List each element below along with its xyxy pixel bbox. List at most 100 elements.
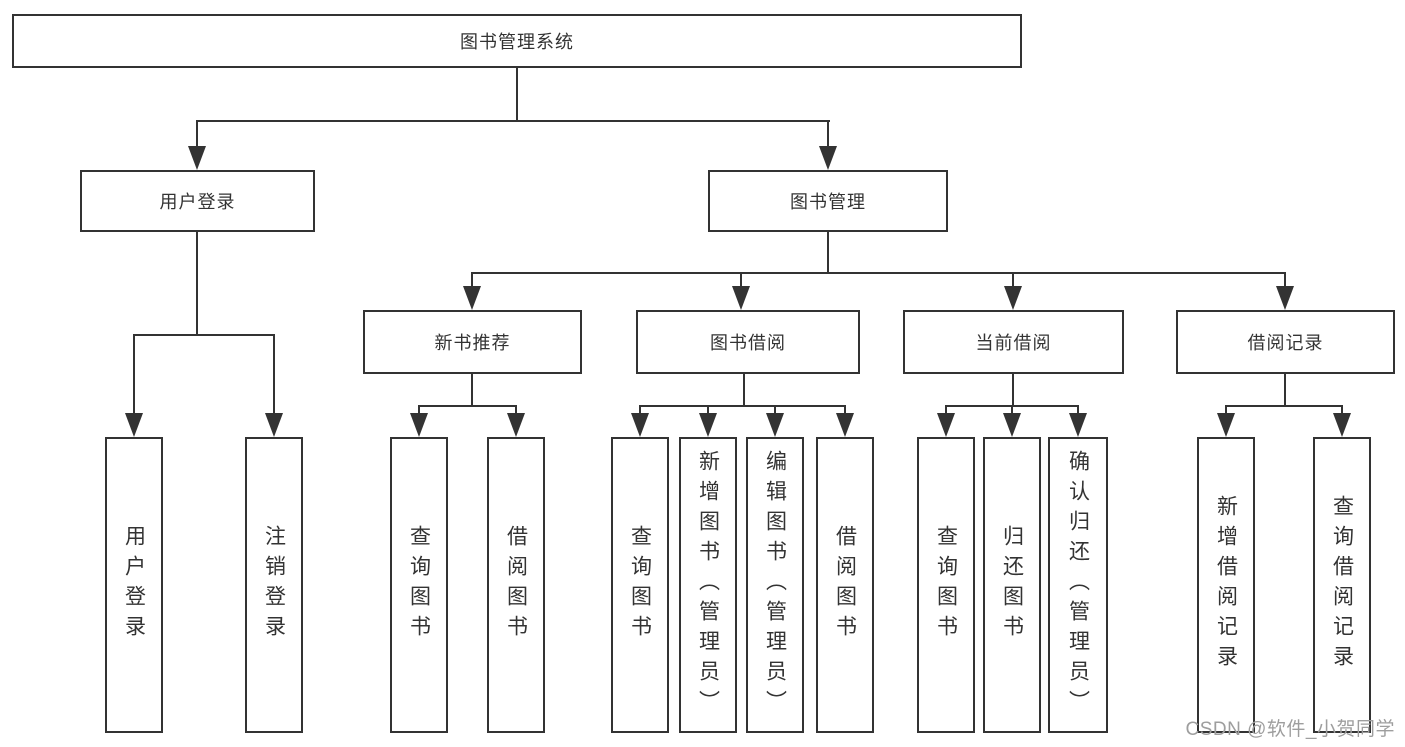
arrow-down-icon [1004, 286, 1022, 310]
node-query-books-borrowing: 查询图书 [611, 437, 669, 733]
node-label: 图书管理 [790, 192, 866, 212]
arrow-down-icon [937, 413, 955, 437]
arrow-down-connector [188, 120, 206, 170]
connector-line [418, 405, 420, 417]
node-label: 借阅图书 [504, 525, 528, 645]
node-query-books-current: 查询图书 [917, 437, 975, 733]
arrow-down-connector [410, 405, 428, 437]
connector-line [471, 272, 473, 290]
arrow-down-connector [1004, 272, 1022, 310]
connector-line [471, 374, 473, 405]
arrow-down-connector [1069, 405, 1087, 437]
connector-line [844, 405, 846, 417]
node-label: 用户登录 [159, 192, 236, 212]
connector-line [945, 405, 947, 417]
connector-line [827, 120, 829, 150]
arrow-down-icon [125, 413, 143, 437]
node-label: 查询借阅记录 [1330, 495, 1354, 675]
node-label: 新增图书（管理员） [696, 450, 720, 720]
arrow-down-icon [819, 146, 837, 170]
connector-line [196, 120, 198, 150]
connector-line [472, 272, 1286, 274]
node-borrow-books-borrowing: 借阅图书 [816, 437, 874, 733]
node-add-borrow-record: 新增借阅记录 [1197, 437, 1255, 733]
arrow-down-icon [766, 413, 784, 437]
connector-line [827, 232, 829, 272]
node-new-book-recommendation: 新书推荐 [363, 310, 582, 374]
node-label: 借阅图书 [833, 525, 857, 645]
node-logout: 注销登录 [245, 437, 303, 733]
arrow-down-icon [1217, 413, 1235, 437]
node-label: 图书管理系统 [460, 32, 574, 52]
connector-line [639, 405, 641, 417]
node-add-books-admin: 新增图书（管理员） [679, 437, 737, 733]
node-label: 用户登录 [122, 525, 146, 645]
connector-line [743, 374, 745, 405]
connector-line [1284, 272, 1286, 290]
node-return-books: 归还图书 [983, 437, 1041, 733]
node-current-borrowing: 当前借阅 [903, 310, 1124, 374]
arrow-down-icon [1276, 286, 1294, 310]
arrow-down-icon [463, 286, 481, 310]
arrow-down-connector [819, 120, 837, 170]
node-label: 确认归还（管理员） [1066, 450, 1090, 720]
arrow-down-connector [836, 405, 854, 437]
arrow-down-icon [265, 413, 283, 437]
connector-line [1012, 272, 1014, 290]
arrow-down-connector [937, 405, 955, 437]
node-label: 新增借阅记录 [1214, 495, 1238, 675]
connector-line [1225, 405, 1227, 417]
arrow-down-connector [1276, 272, 1294, 310]
connector-line [1226, 405, 1343, 407]
connector-line [640, 405, 846, 407]
arrow-down-icon [1069, 413, 1087, 437]
connector-line [707, 405, 709, 417]
connector-line [1012, 374, 1014, 405]
arrow-down-icon [836, 413, 854, 437]
arrow-down-connector [631, 405, 649, 437]
connector-line [197, 120, 830, 122]
node-book-management: 图书管理 [708, 170, 948, 232]
connector-line [1341, 405, 1343, 417]
node-label: 借阅记录 [1247, 333, 1324, 353]
connector-line [196, 232, 198, 334]
connector-line [273, 334, 275, 417]
arrow-down-icon [1003, 413, 1021, 437]
arrow-down-icon [631, 413, 649, 437]
connector-line [515, 405, 517, 417]
node-borrow-books-recommend: 借阅图书 [487, 437, 545, 733]
node-label: 注销登录 [262, 525, 286, 645]
arrow-down-connector [766, 405, 784, 437]
connector-line [419, 405, 517, 407]
node-label: 编辑图书（管理员） [763, 450, 787, 720]
node-edit-books-admin: 编辑图书（管理员） [746, 437, 804, 733]
arrow-down-icon [699, 413, 717, 437]
arrow-down-connector [1003, 405, 1021, 437]
node-label: 查询图书 [407, 525, 431, 645]
arrow-down-icon [1333, 413, 1351, 437]
arrow-down-connector [507, 405, 525, 437]
connector-line [1284, 374, 1286, 405]
node-library-management-system: 图书管理系统 [12, 14, 1022, 68]
arrow-down-connector [125, 334, 143, 437]
node-label: 查询图书 [934, 525, 958, 645]
node-label: 图书借阅 [710, 333, 786, 353]
arrow-down-connector [463, 272, 481, 310]
arrow-down-icon [732, 286, 750, 310]
connector-line [133, 334, 135, 417]
node-query-borrow-record: 查询借阅记录 [1313, 437, 1371, 733]
node-label: 归还图书 [1000, 525, 1024, 645]
node-label: 查询图书 [628, 525, 652, 645]
arrow-down-icon [188, 146, 206, 170]
arrow-down-icon [410, 413, 428, 437]
connector-line [1077, 405, 1079, 417]
node-label: 当前借阅 [975, 333, 1052, 353]
arrow-down-connector [1333, 405, 1351, 437]
arrow-down-connector [265, 334, 283, 437]
node-confirm-return-admin: 确认归还（管理员） [1048, 437, 1108, 733]
arrow-down-connector [699, 405, 717, 437]
connector-line [134, 334, 275, 336]
arrow-down-connector [1217, 405, 1235, 437]
node-query-books-recommend: 查询图书 [390, 437, 448, 733]
